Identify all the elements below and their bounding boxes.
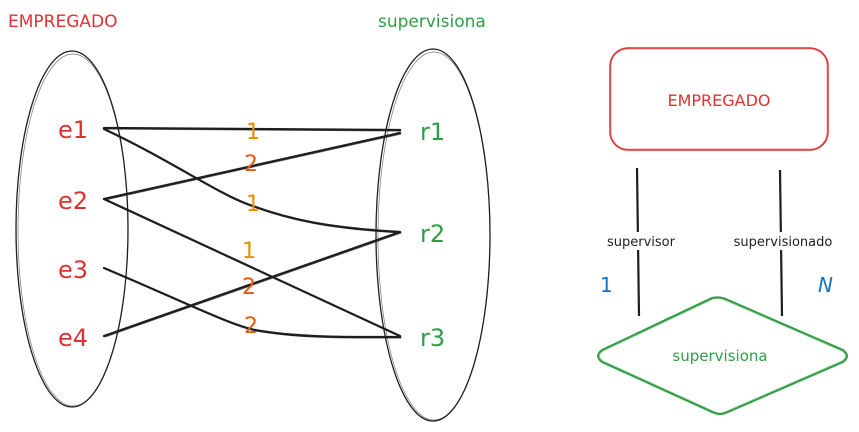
link-label-e4-r2: 2 (242, 275, 256, 300)
link-e1-r1 (102, 126, 402, 132)
left-element-e4: e4 (58, 324, 88, 352)
supervisor-role-label: supervisor (607, 235, 676, 250)
links-group (102, 126, 402, 339)
entity-box (609, 47, 829, 151)
left-set-title: EMPREGADO (8, 12, 118, 32)
left-set-ellipse-sketch (17, 53, 129, 407)
left-element-e1: e1 (58, 116, 88, 144)
right-element-r3: r3 (420, 324, 445, 352)
link-e3-r3 (102, 266, 402, 339)
link-e2-r1-sketch (104, 133, 402, 201)
link-label-e1-r3: 1 (246, 192, 260, 217)
right-element-r1: r1 (420, 118, 445, 146)
link-e2-r1 (102, 131, 402, 201)
cardinality-right: N (818, 273, 833, 297)
right-element-r2: r2 (420, 220, 445, 248)
link-e2-r3-sketch (104, 199, 402, 338)
left-element-e3: e3 (58, 256, 88, 284)
link-label-e2-r1: 2 (244, 152, 258, 177)
cardinality-left: 1 (600, 273, 613, 297)
link-label-e3-r3: 2 (244, 314, 258, 339)
entity-label: EMPREGADO (667, 91, 770, 110)
entity-box-sketch (610, 48, 828, 150)
link-e3-r3-sketch (104, 268, 402, 339)
relationship-diamond-sketch (599, 297, 846, 414)
left-element-e2: e2 (58, 187, 88, 215)
link-e4-r2-sketch (104, 232, 402, 338)
relationship-label: supervisiona (672, 347, 767, 365)
right-set-ellipse-sketch (377, 51, 491, 421)
supervisionado-label-bg (726, 232, 842, 250)
link-e1-r2-sketch (104, 129, 402, 234)
right-set-title: supervisiona (378, 12, 486, 32)
link-e1-r1-sketch (102, 128, 402, 132)
supervisor-label-bg (598, 232, 684, 250)
link-e4-r2 (102, 230, 402, 338)
supervisionado-role-label: supervisionado (734, 235, 833, 250)
link-label-e2-r3: 1 (242, 239, 256, 264)
link-label-e1-r1: 1 (246, 120, 260, 145)
